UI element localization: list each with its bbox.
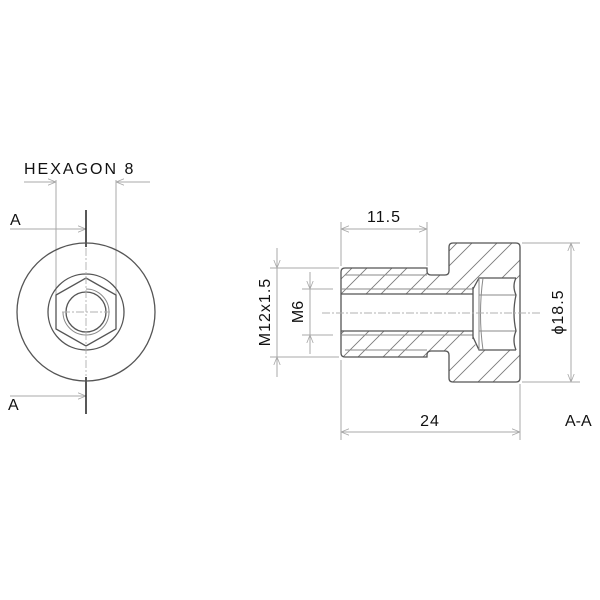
outer-circle <box>16 242 156 382</box>
dimension-diameter: ϕ18.5 <box>522 242 580 383</box>
section-view: 11.5 24 ϕ18.5 M12x1.5 <box>257 209 592 440</box>
section-letter-bottom: A <box>8 397 19 414</box>
section-marker-top: A <box>10 210 87 247</box>
dimension-m12: M12x1.5 <box>257 248 339 377</box>
dim-outer-thread: M12x1.5 <box>257 278 274 346</box>
part-outline <box>340 242 521 383</box>
hexagon-dimension: HEXAGON 8 <box>24 161 150 296</box>
section-letter-top: A <box>10 212 21 229</box>
dim-thread-length: 11.5 <box>367 209 401 226</box>
dimension-24: 24 <box>340 360 521 440</box>
section-title: A-A <box>565 413 592 430</box>
front-view: HEXAGON 8 A A <box>8 161 156 414</box>
hexagon-label: HEXAGON 8 <box>24 161 135 178</box>
dimension-11-5: 11.5 <box>340 209 428 266</box>
dim-diameter: ϕ18.5 <box>550 289 567 334</box>
dim-total-length: 24 <box>420 413 440 430</box>
thread-arc <box>62 288 110 336</box>
dim-inner-thread: M6 <box>290 301 307 323</box>
dimension-m6: M6 <box>290 272 333 354</box>
section-marker-bottom: A <box>8 377 87 414</box>
